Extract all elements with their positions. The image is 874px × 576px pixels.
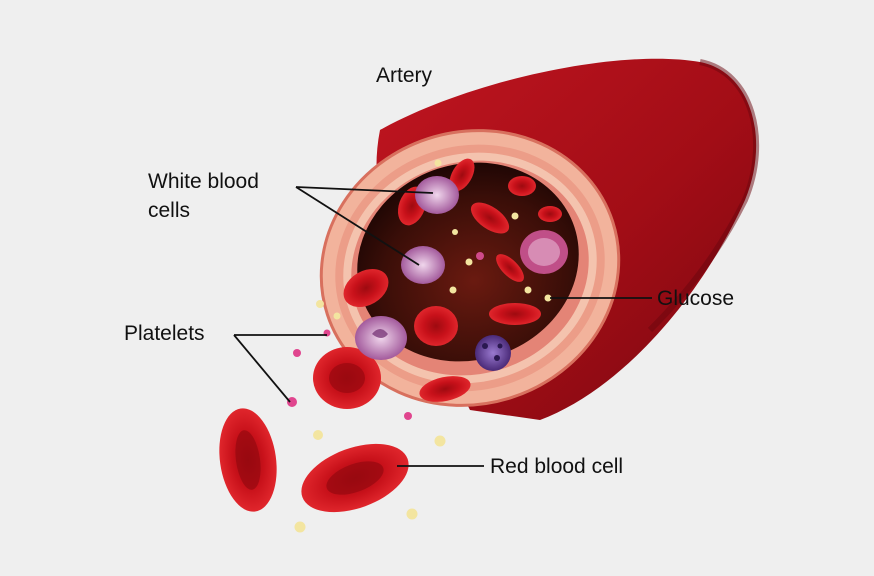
leader-platelets-2: [233, 334, 291, 403]
label-glucose: Glucose: [657, 287, 735, 310]
label-red-blood-cell: Red blood cell: [490, 455, 624, 478]
label-white-blood-cells-line1: White blood: [148, 170, 259, 193]
label-white-blood-cells-line2: cells: [148, 199, 191, 222]
leader-lines: [233, 186, 652, 467]
leader-wbc-2: [295, 186, 420, 266]
escaping-cells: [219, 269, 552, 533]
cells-in-lumen: [397, 158, 568, 371]
leader-wbc-1: [295, 186, 434, 194]
label-platelets: Platelets: [124, 322, 205, 345]
label-artery: Artery: [376, 64, 433, 87]
